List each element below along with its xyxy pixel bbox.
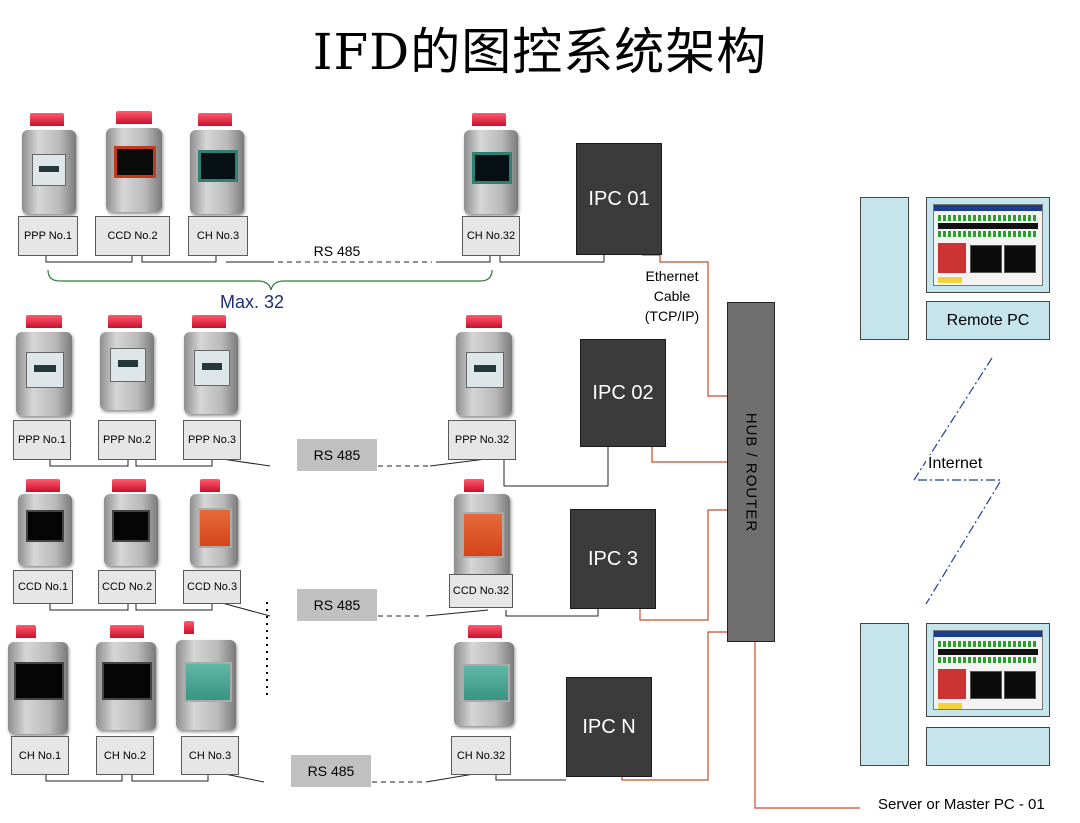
connector-icon	[200, 479, 220, 492]
rs485-label: RS 485	[313, 243, 361, 259]
device-label: CCD No.1	[13, 570, 73, 604]
connector-icon	[184, 621, 194, 634]
connector-icon	[26, 479, 60, 492]
device-ch-1	[8, 625, 70, 736]
device-ch-32	[454, 625, 516, 728]
device-ppp-3	[184, 315, 240, 416]
internet-link	[913, 357, 1001, 605]
ipc-01: IPC 01	[576, 143, 662, 255]
device-ch-32	[464, 113, 520, 216]
connector-icon	[26, 315, 62, 328]
ethernet-line-3: (TCP/IP)	[644, 308, 700, 324]
connector-icon	[466, 315, 502, 328]
ethernet-wires	[621, 254, 860, 809]
device-label: CCD No.2	[98, 570, 156, 604]
device-label: CCD No.2	[95, 216, 170, 256]
connector-icon	[464, 479, 484, 492]
connector-icon	[30, 113, 64, 126]
device-label: PPP No.2	[98, 420, 156, 460]
connector-icon	[468, 625, 502, 638]
row2-bus-wire	[49, 446, 609, 487]
connector-icon	[192, 315, 226, 328]
monitor-screen	[933, 204, 1043, 286]
device-label: PPP No.3	[183, 420, 241, 460]
device-ch-2	[96, 625, 158, 732]
connector-icon	[116, 111, 152, 124]
max-count-label: Max. 32	[220, 292, 285, 312]
device-label: CH No.3	[188, 216, 248, 256]
row1-bus-wire	[45, 254, 605, 263]
remote-pc-monitor	[926, 197, 1050, 293]
device-ch-3	[190, 113, 246, 216]
device-label: CH No.32	[451, 736, 511, 775]
device-ppp-1	[16, 315, 74, 418]
device-label: CH No.1	[11, 736, 69, 775]
hub-label: HUB / ROUTER	[742, 412, 760, 532]
max-brace	[47, 269, 493, 291]
page-title: IFD的图控系统架构	[312, 23, 768, 81]
hub-router: HUB / ROUTER	[727, 302, 775, 642]
server-pc-tower	[860, 623, 909, 766]
device-label: PPP No.32	[448, 420, 516, 460]
device-label: CH No.3	[181, 736, 239, 775]
device-label: CH No.2	[96, 736, 154, 775]
device-ccd-2	[106, 111, 164, 214]
device-label: PPP No.1	[13, 420, 71, 460]
remote-pc-tower	[860, 197, 909, 340]
connector-icon	[112, 479, 146, 492]
device-ccd-1	[18, 479, 74, 568]
ethernet-line-1: Ethernet	[645, 268, 699, 284]
internet-label: Internet	[926, 455, 985, 473]
server-pc-monitor	[926, 623, 1050, 717]
ethernet-caption: Ethernet Cable (TCP/IP)	[636, 266, 708, 326]
device-label: PPP No.1	[18, 216, 78, 256]
device-label: CH No.32	[462, 216, 520, 256]
connector-icon	[472, 113, 506, 126]
row3-bus-wire	[49, 602, 599, 617]
rs485-label: RS 485	[297, 439, 377, 471]
device-ppp-1	[22, 113, 78, 216]
connector-icon	[16, 625, 36, 638]
server-pc-base	[926, 727, 1050, 766]
device-label: CCD No.3	[183, 570, 241, 604]
device-ccd-3	[190, 479, 240, 568]
device-ccd-2	[104, 479, 160, 568]
rs485-label: RS 485	[291, 755, 371, 787]
ipc-n: IPC N	[566, 677, 652, 777]
server-label: Server or Master PC - 01	[878, 796, 1045, 813]
monitor-screen	[933, 630, 1043, 710]
connector-icon	[108, 315, 142, 328]
remote-pc-label: Remote PC	[926, 301, 1050, 340]
device-ppp-32	[456, 315, 514, 418]
connector-icon	[110, 625, 144, 638]
device-ch-3	[176, 621, 238, 732]
ipc-02: IPC 02	[580, 339, 666, 447]
connector-icon	[198, 113, 232, 126]
rs485-label: RS 485	[297, 589, 377, 621]
device-label: CCD No.32	[449, 574, 513, 608]
device-ccd-32	[454, 479, 512, 580]
device-ppp-2	[100, 315, 156, 412]
ethernet-line-2: Cable	[653, 288, 691, 304]
ipc-3: IPC 3	[570, 509, 656, 609]
